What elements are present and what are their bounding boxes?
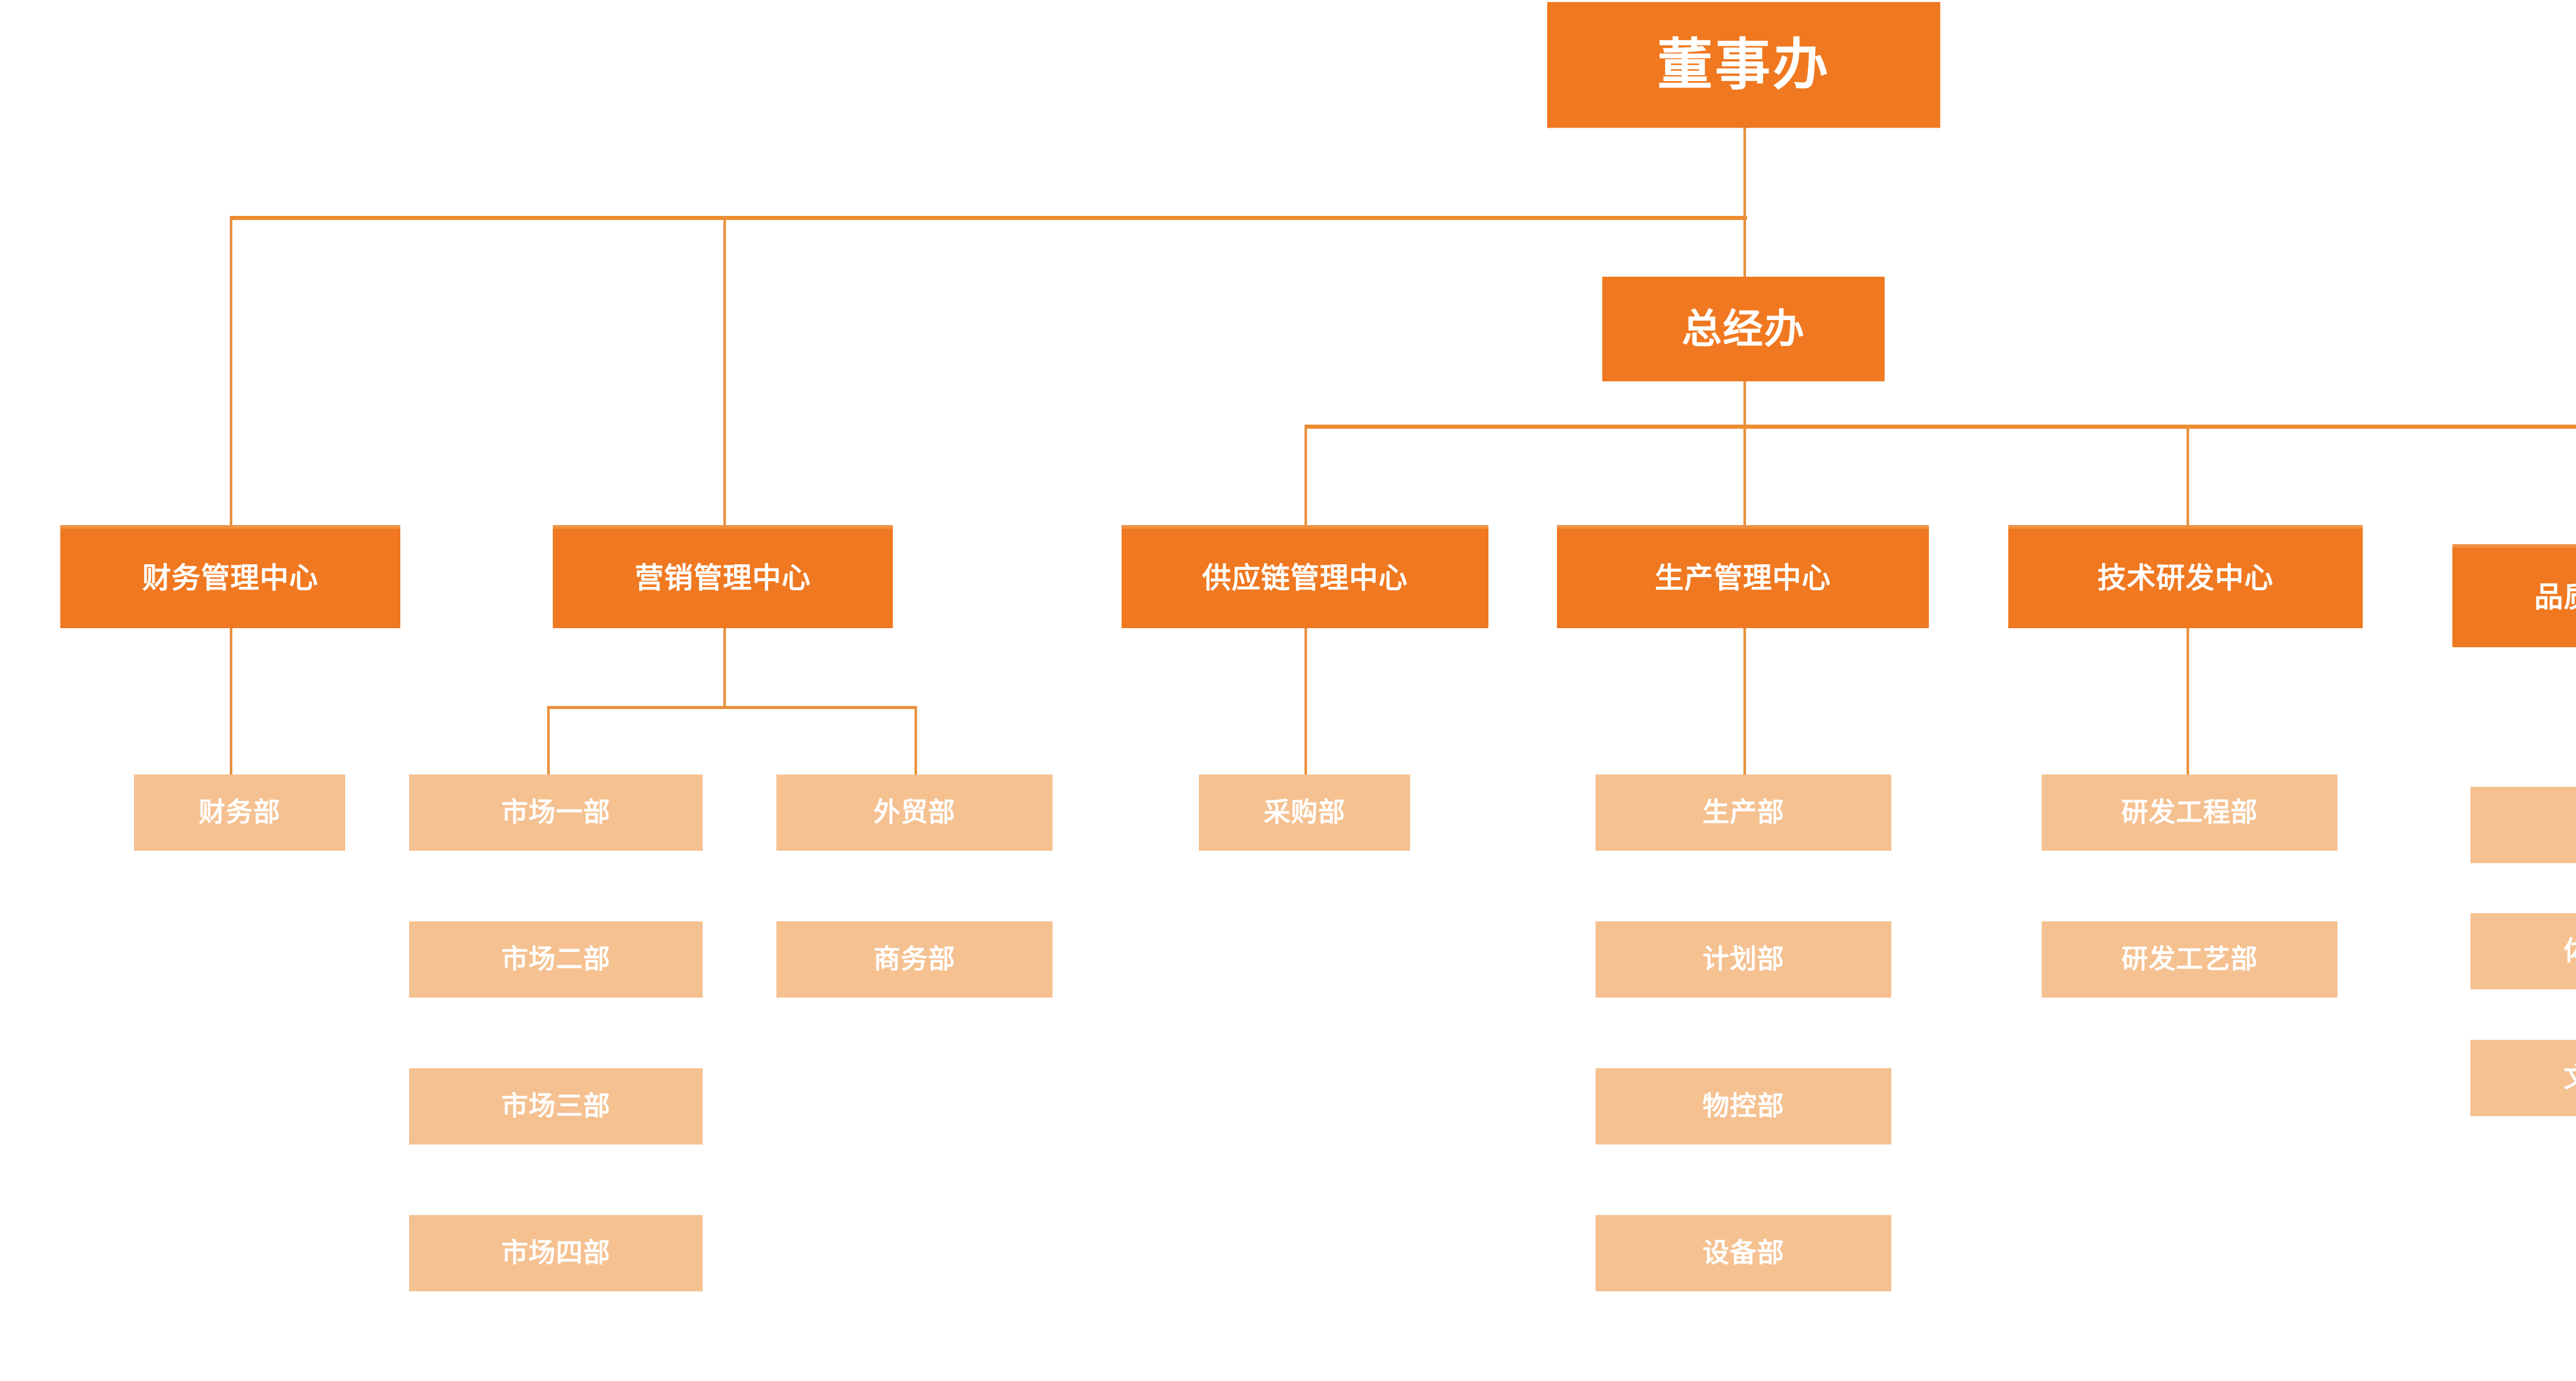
node-dept-planning[interactable]: 计划部 (1596, 921, 1891, 998)
node-dept-equipment-label: 设备部 (1702, 1238, 1785, 1268)
node-dept-business-label: 商务部 (873, 944, 956, 974)
connector-gm-stem (1743, 381, 1746, 428)
connector-gm-bus (1304, 425, 2576, 429)
node-dept-document-control-label: 文控中心 (2564, 1064, 2576, 1092)
node-dept-planning-label: 计划部 (1702, 944, 1785, 974)
connector-to-finance-center (230, 216, 232, 525)
node-dept-market-1-label: 市场一部 (501, 797, 611, 828)
node-dept-market-2[interactable]: 市场二部 (409, 921, 703, 998)
node-dept-rnd-process[interactable]: 研发工艺部 (2042, 921, 2337, 998)
connector-board-stem (1743, 128, 1746, 218)
connector-board-bus (230, 216, 1747, 220)
node-center-marketing-label: 营销管理中心 (635, 562, 811, 595)
node-dept-rnd-engineering-label: 研发工程部 (2121, 797, 2258, 828)
connector-marketing-stem (723, 628, 726, 708)
node-gm-office-label: 总经办 (1681, 306, 1805, 351)
node-center-rnd[interactable]: 技术研发中心 (2008, 525, 2363, 628)
node-dept-finance[interactable]: 财务部 (134, 774, 345, 851)
connector-supply-to-dept (1304, 628, 1307, 774)
node-center-production-label: 生产管理中心 (1655, 562, 1831, 595)
node-dept-foreign-trade-label: 外贸部 (873, 797, 956, 828)
node-board-office-label: 董事办 (1657, 33, 1831, 96)
node-dept-market-4[interactable]: 市场四部 (409, 1215, 703, 1291)
node-dept-material-control[interactable]: 物控部 (1596, 1068, 1891, 1144)
node-dept-document-control[interactable]: 文控中心 (2470, 1040, 2576, 1116)
node-dept-equipment[interactable]: 设备部 (1596, 1215, 1891, 1291)
connector-rnd-to-dept (2187, 628, 2189, 774)
node-board-office[interactable]: 董事办 (1547, 2, 1940, 128)
node-center-supply-chain-label: 供应链管理中心 (1202, 562, 1408, 595)
connector-marketing-bus (547, 706, 917, 709)
node-center-quality[interactable]: 品质管理中心 (2452, 544, 2576, 647)
connector-to-marketing-center (723, 216, 726, 525)
node-dept-market-3[interactable]: 市场三部 (409, 1068, 703, 1144)
node-dept-business[interactable]: 商务部 (776, 921, 1053, 998)
connector-to-supply-center (1304, 425, 1307, 526)
node-center-production[interactable]: 生产管理中心 (1557, 525, 1929, 628)
node-center-finance[interactable]: 财务管理中心 (60, 525, 400, 628)
node-dept-market-1[interactable]: 市场一部 (409, 774, 703, 851)
connector-to-gm (1743, 216, 1746, 277)
node-dept-rnd-engineering[interactable]: 研发工程部 (2042, 774, 2337, 851)
node-dept-foreign-trade[interactable]: 外贸部 (776, 774, 1053, 851)
node-dept-production[interactable]: 生产部 (1596, 774, 1891, 851)
node-dept-production-label: 生产部 (1702, 797, 1785, 828)
node-center-finance-label: 财务管理中心 (142, 562, 318, 595)
connector-marketing-to-col1 (547, 706, 550, 774)
connector-marketing-to-col2 (914, 706, 917, 774)
node-dept-purchasing[interactable]: 采购部 (1199, 774, 1410, 851)
node-dept-material-control-label: 物控部 (1702, 1091, 1785, 1121)
node-center-supply-chain[interactable]: 供应链管理中心 (1122, 525, 1488, 628)
node-dept-finance-label: 财务部 (198, 797, 281, 828)
node-dept-market-3-label: 市场三部 (501, 1091, 611, 1121)
node-center-rnd-label: 技术研发中心 (2097, 562, 2274, 595)
connector-to-production-center (1743, 425, 1746, 526)
connector-production-to-dept (1743, 628, 1746, 774)
node-dept-market-4-label: 市场四部 (501, 1238, 611, 1268)
node-gm-office[interactable]: 总经办 (1602, 277, 1885, 381)
connector-to-rnd-center (2187, 425, 2189, 526)
node-center-quality-label: 品质管理中心 (2534, 581, 2576, 614)
node-dept-market-2-label: 市场二部 (501, 944, 611, 974)
node-dept-system-management-label: 体系管理 (2564, 937, 2576, 966)
node-dept-quality[interactable]: 品质部 (2470, 787, 2576, 863)
node-dept-purchasing-label: 采购部 (1263, 797, 1346, 828)
node-dept-rnd-process-label: 研发工艺部 (2121, 944, 2258, 974)
connector-finance-to-dept (230, 628, 232, 774)
node-center-marketing[interactable]: 营销管理中心 (553, 525, 893, 628)
node-dept-system-management[interactable]: 体系管理 (2470, 913, 2576, 989)
